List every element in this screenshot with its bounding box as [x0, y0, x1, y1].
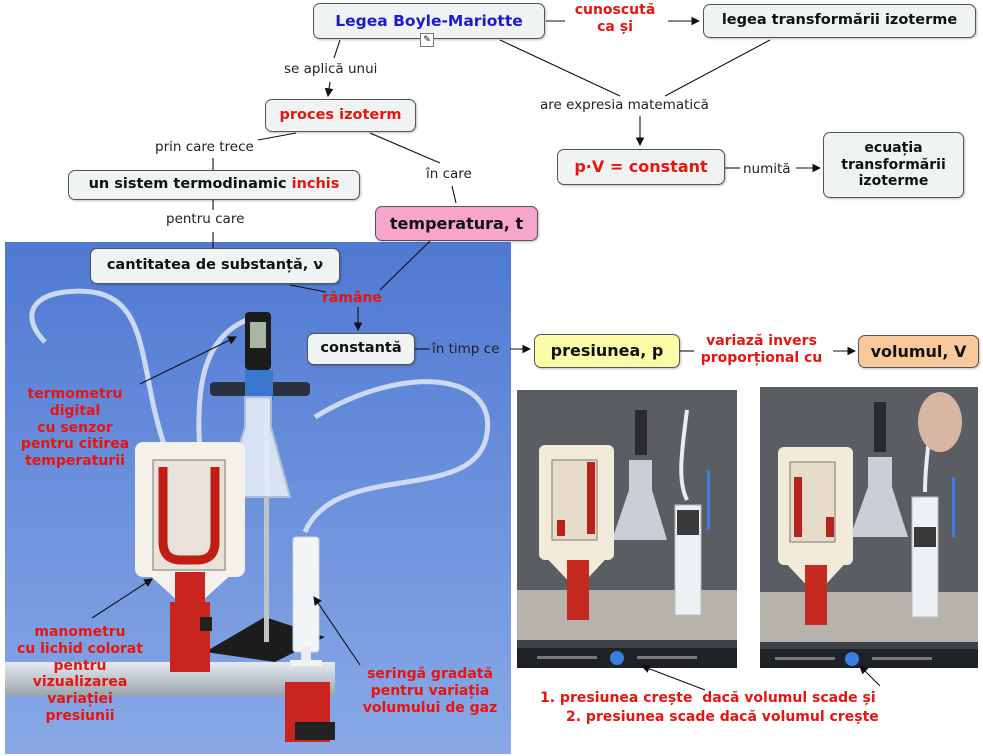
node-sistem-termodinamic[interactable]: un sistem termodinamic inchis — [68, 170, 360, 200]
annotation-termometru: termometru digital cu senzor pentru citi… — [20, 386, 130, 470]
node-presiunea-label: presiunea, p — [550, 341, 664, 361]
link-ramane: rămâne — [322, 290, 382, 306]
node-boyle-mariotte[interactable]: Legea Boyle-Mariotte — [313, 3, 545, 39]
link-cunoscuta: cunoscută ca și — [574, 2, 656, 35]
conclusion-line-1: 1. presiunea crește dacă volumul scade ș… — [540, 690, 876, 706]
node-proces-izoterm-label: proces izoterm — [279, 106, 402, 123]
node-volumul[interactable]: volumul, V — [858, 335, 979, 368]
experiment-photo-1 — [517, 390, 737, 668]
conclusion-line-2: 2. presiunea scade dacă volumul crește — [566, 709, 879, 725]
node-temperatura[interactable]: temperatura, t — [375, 206, 538, 241]
link-se-aplica: se aplică unui — [284, 61, 378, 77]
node-cantitate[interactable]: cantitatea de substanță, ν — [90, 248, 340, 284]
link-in-care: în care — [426, 166, 472, 182]
node-cantitate-label: cantitatea de substanță, ν — [106, 257, 324, 274]
link-are-expresia: are expresia matematică — [540, 97, 709, 113]
annotation-seringa: seringă gradată pentru variația volumulu… — [362, 666, 498, 716]
node-formula-label: p·V = constant — [574, 157, 708, 177]
apparatus-photo — [5, 242, 511, 754]
annotation-manometru: manometru cu lichid colorat pentru vizua… — [16, 624, 144, 724]
node-sistem-label: un sistem termodinamic — [88, 176, 292, 193]
node-constanta[interactable]: constantă — [307, 333, 415, 365]
link-in-timp-ce: în timp ce — [432, 341, 500, 357]
link-variaza: variază invers proporțional cu — [700, 333, 823, 366]
node-proces-izoterm[interactable]: proces izoterm — [265, 99, 416, 132]
link-numita: numită — [743, 161, 791, 177]
concept-map-icon[interactable]: ✎ — [420, 33, 434, 47]
node-legea-izoterma-label: legea transformării izoterme — [721, 12, 958, 29]
link-pentru-care: pentru care — [166, 211, 245, 227]
node-constanta-label: constantă — [320, 340, 402, 357]
experiment-photo-2 — [760, 387, 978, 668]
node-presiunea[interactable]: presiunea, p — [534, 334, 680, 368]
node-formula[interactable]: p·V = constant — [557, 149, 725, 185]
node-sistem-inchis-label: inchis — [291, 176, 340, 193]
node-volumul-label: volumul, V — [870, 341, 967, 361]
node-temperatura-label: temperatura, t — [389, 213, 524, 233]
node-ecuatia-label: ecuația transformării izoterme — [841, 139, 946, 190]
node-boyle-mariotte-label: Legea Boyle-Mariotte — [335, 11, 523, 30]
link-prin-care: prin care trece — [155, 139, 254, 155]
node-legea-izoterma[interactable]: legea transformării izoterme — [703, 4, 976, 38]
node-ecuatia[interactable]: ecuația transformării izoterme — [823, 132, 964, 198]
